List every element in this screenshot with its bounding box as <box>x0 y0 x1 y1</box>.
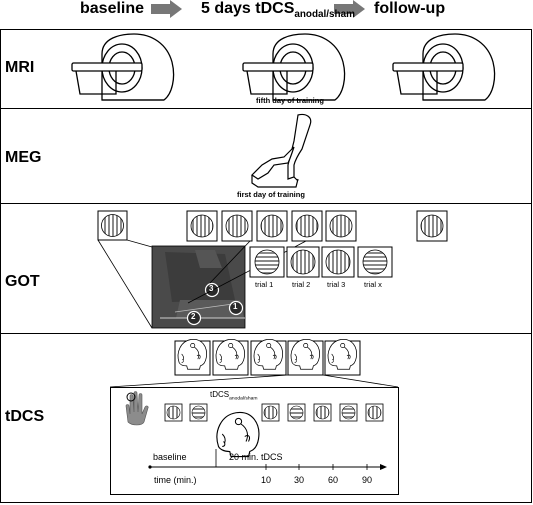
grating-baseline <box>97 210 128 241</box>
stim-label-sub: anodal/sham <box>229 396 258 402</box>
grating-day-2 <box>221 210 253 242</box>
tdcs-head-day-1 <box>174 338 211 376</box>
tdcs-zoom-line-left <box>109 374 289 388</box>
photo-marker-2-label: 2 <box>191 312 196 321</box>
grating-day-1 <box>186 210 218 242</box>
meg-caption: first day of training <box>237 190 305 199</box>
got-trial-line-2 <box>209 240 251 284</box>
row-label-mri: MRI <box>5 59 35 76</box>
header-baseline: baseline <box>80 0 145 17</box>
stim-label-main: tDCS <box>210 390 230 399</box>
trial-grating-x <box>357 246 393 278</box>
session-timeline <box>148 449 387 470</box>
mri-scanner-followup <box>392 33 496 101</box>
got-trial-line-1 <box>187 240 307 304</box>
photo-marker-1-label: 1 <box>233 302 238 311</box>
grating-day-3 <box>256 210 288 242</box>
row-label-got: GOT <box>5 273 40 290</box>
mri-caption: fifth day of training <box>256 96 324 105</box>
timeline-tick-30: 30 <box>294 475 305 485</box>
timeline-axis-label: time (min.) <box>154 475 197 485</box>
header-training: 5 days tDCSanodal/sham <box>201 0 355 20</box>
tdcs-head-day-4 <box>287 338 324 376</box>
session-grating-1 <box>164 403 183 422</box>
got-device-photo <box>151 245 246 329</box>
grating-followup <box>416 210 448 242</box>
tdcs-head-day-5 <box>324 338 361 376</box>
trial-label-x: trial x <box>364 280 382 289</box>
header-training-sub: anodal/sham <box>294 9 355 21</box>
tdcs-head-day-3 <box>250 338 287 376</box>
tdcs-zoom-line-right <box>322 374 399 388</box>
photo-marker-3-label: 3 <box>209 284 214 293</box>
grating-day-5 <box>325 210 357 242</box>
timeline-tick-10: 10 <box>261 475 272 485</box>
session-grating-4 <box>287 403 306 422</box>
timeline-tick-60: 60 <box>328 475 339 485</box>
photo-marker-1 <box>228 300 244 316</box>
stim-label: tDCSanodal/sham <box>210 390 258 402</box>
trial-label-2: trial 2 <box>292 280 311 289</box>
session-grating-7 <box>365 403 384 422</box>
row-label-meg: MEG <box>5 149 42 166</box>
grating-day-4 <box>291 210 323 242</box>
header-arrow-1 <box>151 0 182 18</box>
hand-icon <box>125 391 149 426</box>
timeline-baseline-label: baseline <box>153 452 187 462</box>
session-grating-6 <box>339 403 358 422</box>
tdcs-head-day-2 <box>212 338 249 376</box>
timeline-duration-label: 20 min. tDCS <box>229 452 283 462</box>
trial-grating-2 <box>286 246 320 278</box>
header-training-main: 5 days tDCS <box>201 0 295 17</box>
timeline-tick-90: 90 <box>362 475 373 485</box>
header-arrow-2 <box>334 0 365 18</box>
session-grating-3 <box>261 403 280 422</box>
mri-scanner-baseline <box>71 33 175 101</box>
trial-label-3: trial 3 <box>327 280 346 289</box>
mri-scanner-training <box>242 33 346 101</box>
row-label-tdcs: tDCS <box>5 408 45 425</box>
photo-marker-2 <box>186 310 202 326</box>
trial-label-1: trial 1 <box>255 280 274 289</box>
session-grating-5 <box>313 403 332 422</box>
got-zoom-line-right <box>126 239 153 248</box>
session-grating-2 <box>189 403 208 422</box>
stimulated-head <box>216 411 260 458</box>
figure-frame <box>0 29 532 503</box>
meg-chair <box>251 113 312 188</box>
got-zoom-line-left <box>97 239 153 329</box>
header-followup: follow-up <box>374 0 446 17</box>
trial-grating-3 <box>321 246 355 278</box>
trial-grating-1 <box>249 246 285 278</box>
